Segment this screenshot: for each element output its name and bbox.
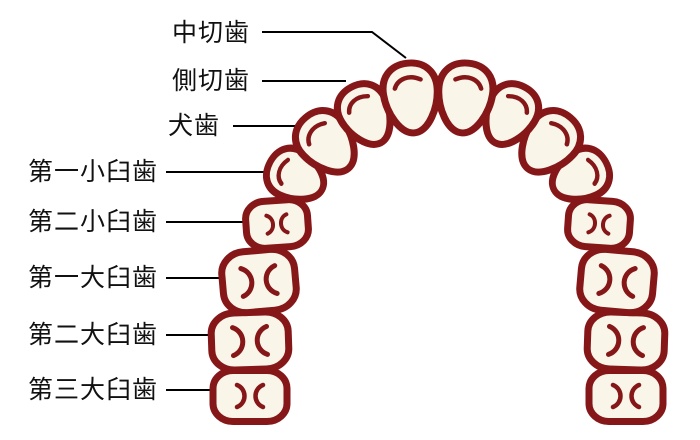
label-first-molar: 第一大臼歯 [28, 264, 159, 292]
tooth-second-molar-left [207, 308, 293, 374]
tooth-first-molar-left [218, 245, 300, 317]
label-canine: 犬歯 [168, 112, 221, 140]
teeth-arch-right-half [434, 60, 665, 421]
label-first-premolar: 第一小臼歯 [28, 158, 159, 186]
tooth-third-molar-left [209, 367, 291, 425]
leader-lines [166, 31, 407, 391]
label-lateral-incisor: 側切歯 [172, 67, 251, 95]
label-central-incisor: 中切歯 [172, 19, 251, 47]
tooth-second-premolar-left [242, 196, 312, 252]
leader-line-central-incisor [262, 31, 407, 59]
label-third-molar: 第三大臼歯 [28, 376, 159, 404]
label-second-molar: 第二大臼歯 [28, 321, 159, 349]
label-second-premolar: 第二小臼歯 [28, 208, 159, 236]
